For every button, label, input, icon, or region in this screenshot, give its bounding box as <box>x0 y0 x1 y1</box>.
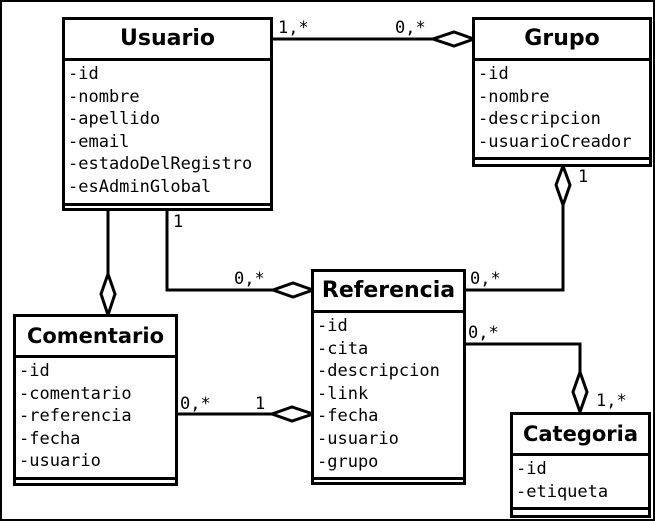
class-comentario[interactable]: Comentario -id -comentario -referencia -… <box>13 314 178 486</box>
class-name-referencia: Referencia <box>314 272 463 313</box>
attribute: -email <box>68 131 130 152</box>
attribute: -referencia <box>19 406 132 427</box>
attributes-referencia: -id -cita -descripcion -link -fecha -usu… <box>314 313 463 481</box>
attribute: -descripcion <box>478 109 601 130</box>
multiplicity-label: 1 <box>173 212 184 232</box>
attribute: -etiqueta <box>516 481 609 502</box>
class-name-grupo: Grupo <box>475 20 649 61</box>
assoc-referencia-categoria <box>464 342 582 372</box>
attribute: -id <box>478 64 509 84</box>
operations-categoria <box>513 510 648 516</box>
attribute: -id <box>68 64 99 84</box>
multiplicity-label: 1,* <box>278 18 309 38</box>
attribute: -id <box>516 459 547 479</box>
class-name-comentario: Comentario <box>16 317 175 358</box>
operations-comentario <box>16 480 175 486</box>
aggregation-diamond-referencia-comentario <box>267 405 318 423</box>
multiplicity-label: 0,* <box>180 394 211 414</box>
class-referencia[interactable]: Referencia -id -cita -descripcion -link … <box>311 269 466 485</box>
attribute: -usuario <box>19 451 101 472</box>
assoc-usuario-referencia <box>165 208 273 292</box>
operations-referencia <box>314 480 463 486</box>
attribute: -cita <box>317 338 369 359</box>
attributes-grupo: -id -nombre -descripcion -usuarioCreador <box>475 61 649 161</box>
attribute: -link <box>317 383 369 404</box>
attributes-usuario: -id -nombre -apellido -email -estadoDelR… <box>65 61 270 206</box>
attribute: -fecha <box>317 406 379 427</box>
attribute: -fecha <box>19 428 81 449</box>
attribute: -esAdminGlobal <box>68 176 212 197</box>
multiplicity-label: 1 <box>255 394 266 414</box>
aggregation-diamond-categoria <box>571 367 589 417</box>
aggregation-diamond-comentario <box>99 269 117 320</box>
attribute: -nombre <box>478 86 550 107</box>
attributes-categoria: -id -etiqueta <box>513 456 648 511</box>
attribute: -grupo <box>317 451 379 472</box>
attribute: -apellido <box>68 109 161 130</box>
class-usuario[interactable]: Usuario -id -nombre -apellido -email -es… <box>62 17 273 211</box>
attribute: -nombre <box>68 86 140 107</box>
attribute: -usuarioCreador <box>478 131 632 152</box>
attribute: -id <box>19 361 50 381</box>
aggregation-diamond-grupo <box>428 30 479 48</box>
attribute: -descripcion <box>317 361 440 382</box>
multiplicity-label: 1 <box>578 167 589 187</box>
attribute: -estadoDelRegistro <box>68 154 253 175</box>
attributes-comentario: -id -comentario -referencia -fecha -usua… <box>16 358 175 480</box>
multiplicity-label: 0,* <box>395 18 426 38</box>
class-grupo[interactable]: Grupo -id -nombre -descripcion -usuarioC… <box>472 17 652 167</box>
class-name-categoria: Categoria <box>513 415 648 456</box>
multiplicity-label: 1,* <box>596 391 627 411</box>
multiplicity-label: 0,* <box>470 269 501 289</box>
aggregation-diamond-referencia-usuario <box>268 281 318 299</box>
multiplicity-label: 0,* <box>234 269 265 289</box>
attribute: -comentario <box>19 383 132 404</box>
attribute: -usuario <box>317 428 399 449</box>
multiplicity-label: 0,* <box>468 323 499 343</box>
class-categoria[interactable]: Categoria -id -etiqueta <box>510 412 651 518</box>
attribute: -id <box>317 316 348 336</box>
operations-usuario <box>65 206 270 212</box>
operations-grupo <box>475 160 649 166</box>
class-name-usuario: Usuario <box>65 20 270 61</box>
assoc-grupo-referencia <box>464 205 565 292</box>
aggregation-diamond-grupo-bottom <box>554 161 572 210</box>
